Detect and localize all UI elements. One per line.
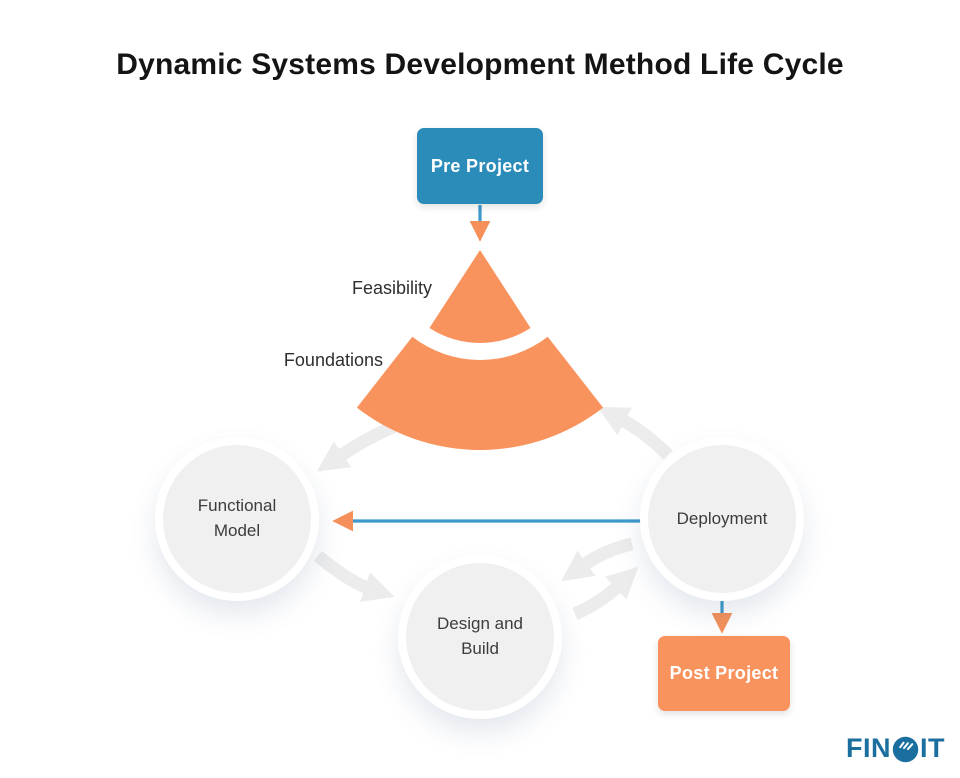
finoit-ball-icon <box>892 736 919 763</box>
design-and-build-label: Design and Build <box>436 614 523 658</box>
arrow-design-and-build-to-deployment <box>572 566 639 620</box>
label-feasibility: Feasibility <box>351 278 432 298</box>
label-foundations: Foundations <box>283 350 383 370</box>
feasibility-sector-shape <box>429 250 531 343</box>
finoit-logo: FIN IT <box>846 733 945 764</box>
logo-text-right: IT <box>920 733 945 763</box>
node-pre-project: Pre Project <box>417 128 543 204</box>
node-functional-model: Functional Model <box>155 437 319 601</box>
foundations-band-shape <box>356 336 604 450</box>
arrow-deployment-to-design-and-build <box>561 537 634 582</box>
node-deployment: Deployment <box>640 437 804 601</box>
node-post-project: Post Project <box>658 636 790 711</box>
deployment-label: Deployment <box>676 508 768 528</box>
node-design-and-build: Design and Build <box>398 555 562 719</box>
logo-text-left: FIN <box>846 733 891 763</box>
pre-project-label: Pre Project <box>430 155 530 176</box>
functional-model-label: Functional Model <box>197 496 277 540</box>
diagram-title: Dynamic Systems Development Method Life … <box>116 48 844 81</box>
arrow-deployment-to-foundations <box>597 407 673 460</box>
post-project-label: Post Project <box>669 663 779 683</box>
arrow-functional-model-to-design-and-build <box>313 550 395 602</box>
